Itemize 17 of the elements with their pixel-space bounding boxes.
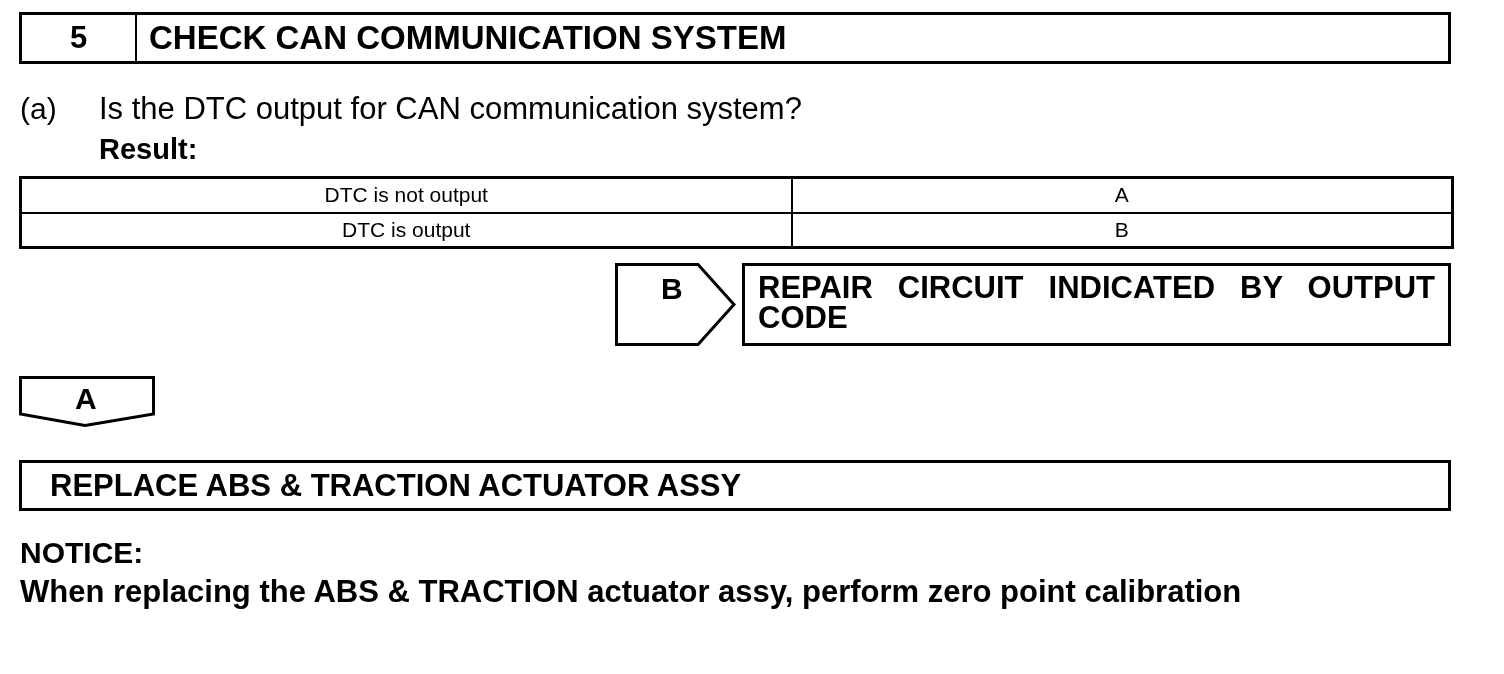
step-title: CHECK CAN COMMUNICATION SYSTEM [149,18,787,58]
question-text: Is the DTC output for CAN communication system? [99,92,802,126]
action-text: REPAIR CIRCUIT INDICATED BY OUTPUT CODE [758,273,1435,333]
list-marker: (a) [20,92,57,126]
result-heading: Result: [99,132,198,166]
tab-letter: B [661,273,683,305]
step-number: 5 [22,15,137,61]
tab-letter: A [75,383,97,415]
notice-heading: NOTICE: [20,536,144,570]
action-text: REPLACE ABS & TRACTION ACTUATOR ASSY [50,471,742,501]
action-box [19,460,1451,511]
step-header-box [19,12,1451,64]
notice-text: When replacing the ABS & TRACTION actuator assy, perform zero point calibration [20,575,1242,609]
branch-tab [615,263,736,346]
condition-cell: DTC is not output [20,177,792,213]
branch-tab [19,376,155,427]
action-box [742,263,1451,346]
